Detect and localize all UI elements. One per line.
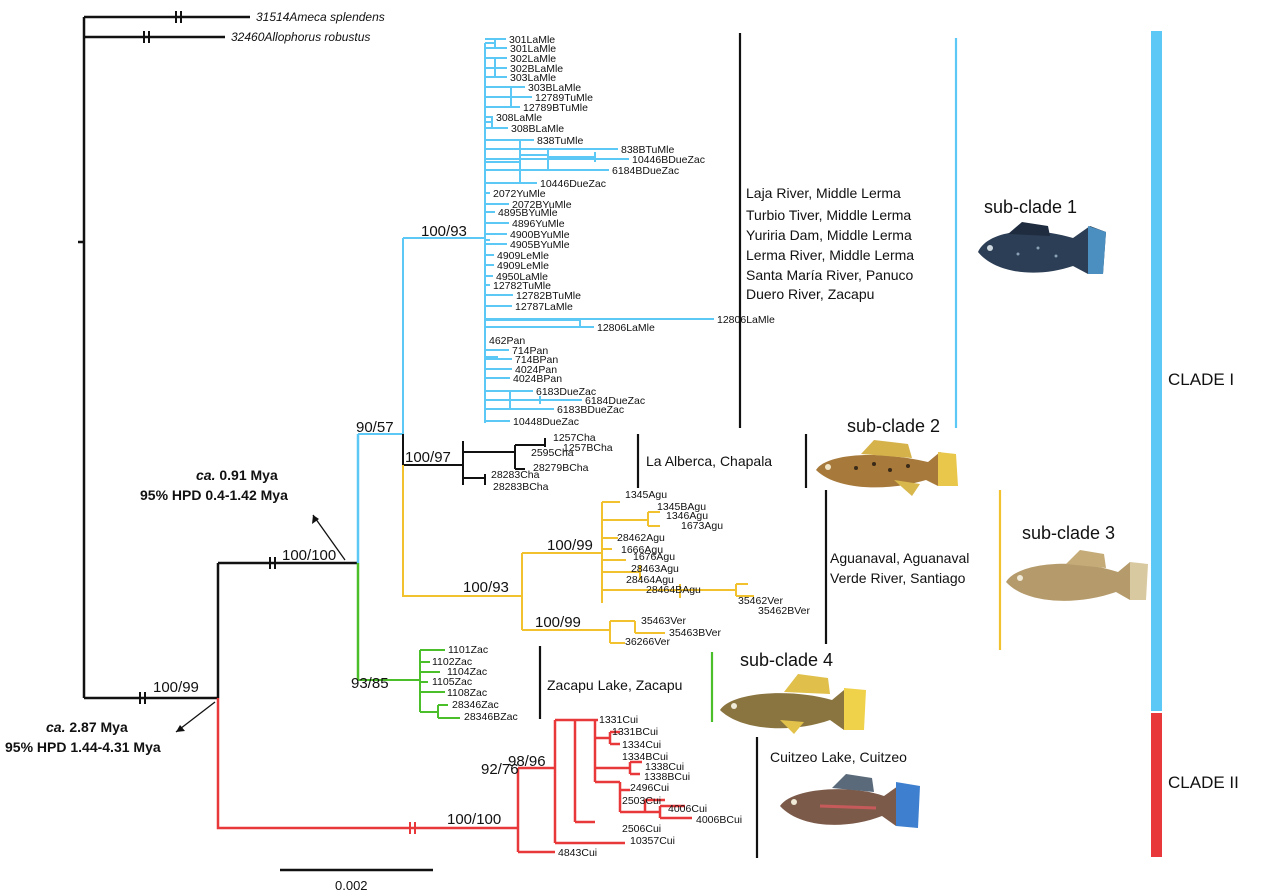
leaf-label: 35463BVer xyxy=(669,627,721,639)
support-value: 100/100 xyxy=(282,547,336,564)
leaf-label: 28346Zac xyxy=(452,699,499,711)
outgroup-label: 31514Ameca splendens xyxy=(256,10,385,24)
svg-text:Turbio Tiver, Middle Lerma: Turbio Tiver, Middle Lerma xyxy=(746,207,911,223)
leaf-label: 4006BCui xyxy=(696,814,742,826)
subclade-label: sub-clade 4 xyxy=(740,650,833,670)
date-annotation-2: ca. 2.87 Mya 95% HPD 1.44-4.31 Mya xyxy=(5,702,215,755)
svg-text:Lerma River, Middle Lerma: Lerma River, Middle Lerma xyxy=(746,247,914,263)
leaf-label: 28464BAgu xyxy=(646,584,701,596)
leaf-label: 4843Cui xyxy=(558,847,597,859)
support-value: 100/99 xyxy=(547,537,593,554)
leaf-label: 36266Ver xyxy=(625,636,670,648)
leaf-label: 6183BDueZac xyxy=(557,404,624,416)
leaf-label: 28283Cha xyxy=(491,469,540,481)
support-value: 98/96 xyxy=(508,753,546,770)
branch xyxy=(463,474,485,485)
leaf-label: 2496Cui xyxy=(630,782,669,794)
branch xyxy=(485,319,580,327)
clade2-bar xyxy=(1151,713,1162,857)
locality-list-subclade1: Laja River, Middle Lerma Turbio Tiver, M… xyxy=(746,185,914,302)
leaf-label: 10446DueZac xyxy=(540,178,606,190)
leaf-label: 28279BCha xyxy=(533,462,589,474)
clade-label: CLADE II xyxy=(1168,773,1239,792)
support-value: 90/57 xyxy=(356,419,394,436)
leaf-label: 12806LaMle xyxy=(717,314,775,326)
fish-illustration-clade2 xyxy=(780,774,920,828)
leaf-label: 35463Ver xyxy=(641,615,686,627)
leaf-label: 4024BPan xyxy=(513,373,562,385)
locality-subclade3: Verde River, Santiago xyxy=(830,570,966,586)
support-value: 100/93 xyxy=(421,223,467,240)
leaf-label: 6184BDueZac xyxy=(612,165,679,177)
locality-subclade2: La Alberca, Chapala xyxy=(646,453,772,469)
leaf-label: 28283BCha xyxy=(493,481,549,493)
subclade-label: sub-clade 2 xyxy=(847,416,940,436)
svg-text:Duero River, Zacapu: Duero River, Zacapu xyxy=(746,286,874,302)
branch xyxy=(485,39,495,48)
leaf-label: 12787LaMle xyxy=(515,301,573,313)
locality-subclade3: Aguanaval, Aguanaval xyxy=(830,550,969,566)
support-value: 100/97 xyxy=(405,449,451,466)
leaf-label: 308BLaMle xyxy=(511,123,564,135)
leaf-label: 10448DueZac xyxy=(513,416,579,428)
branch xyxy=(548,152,595,162)
leaf-label: 12806LaMle xyxy=(597,322,655,334)
leaf-label: 1334Cui xyxy=(622,739,661,751)
leaf-label: 1108Zac xyxy=(447,687,487,699)
svg-text:ca. 2.87 Mya: ca. 2.87 Mya xyxy=(46,719,128,735)
branch xyxy=(485,140,520,183)
leaf-label: 1331Cui xyxy=(599,714,638,726)
leaf-label: 2506Cui xyxy=(622,823,661,835)
locality-subclade4: Zacapu Lake, Zacapu xyxy=(547,677,682,693)
leaf-label: 838TuMle xyxy=(537,135,583,147)
leaf-label: 28462Agu xyxy=(617,532,665,544)
support-value: 100/100 xyxy=(447,811,501,828)
leaf-label: 35462BVer xyxy=(758,605,810,617)
svg-text:Santa María River, Panuco: Santa María River, Panuco xyxy=(746,267,914,283)
outgroup-branches xyxy=(78,17,358,698)
leaf-label: 1331BCui xyxy=(612,726,658,738)
support-value: 100/93 xyxy=(463,579,509,596)
branch-break-marks xyxy=(140,11,275,704)
svg-text:ca. 0.91 Mya: ca. 0.91 Mya xyxy=(196,467,278,483)
subclade-label: sub-clade 1 xyxy=(984,197,1077,217)
leaf-label: 2595Cha xyxy=(531,447,574,459)
fish-illustration-subclade2 xyxy=(816,440,958,496)
support-value: 100/99 xyxy=(535,614,581,631)
fish-illustration-subclade3 xyxy=(1006,550,1148,601)
svg-text:0.002: 0.002 xyxy=(335,878,368,893)
subclade-label: sub-clade 3 xyxy=(1022,523,1115,543)
branch xyxy=(602,512,660,526)
support-value: 93/85 xyxy=(351,675,389,692)
leaf-label: 1673Agu xyxy=(681,520,723,532)
fish-illustration-subclade1 xyxy=(978,222,1106,274)
leaf-label: 1676Agu xyxy=(633,551,675,563)
svg-text:Yuriria Dam, Middle Lerma: Yuriria Dam, Middle Lerma xyxy=(746,227,912,243)
leaf-label: 1345Agu xyxy=(625,489,667,501)
clade-label: CLADE I xyxy=(1168,370,1234,389)
locality-clade2: Cuitzeo Lake, Cuitzeo xyxy=(770,749,907,765)
leaf-label: 28346BZac xyxy=(464,711,518,723)
svg-text:95% HPD 1.44-4.31 Mya: 95% HPD 1.44-4.31 Mya xyxy=(5,739,161,755)
svg-text:95% HPD 0.4-1.42 Mya: 95% HPD 0.4-1.42 Mya xyxy=(140,487,288,503)
leaf-label: 2503Cui xyxy=(622,795,661,807)
clade1-bar xyxy=(1151,31,1162,711)
scale-bar: 0.002 xyxy=(280,870,433,893)
fish-illustration-subclade4 xyxy=(720,674,866,734)
support-value: 100/99 xyxy=(153,679,199,696)
outgroup-label: 32460Allophorus robustus xyxy=(231,30,370,44)
leaf-label: 10357Cui xyxy=(630,835,675,847)
svg-text:Laja River, Middle Lerma: Laja River, Middle Lerma xyxy=(746,185,901,201)
leaf-label: 1101Zac xyxy=(448,644,488,656)
branch xyxy=(485,117,492,128)
